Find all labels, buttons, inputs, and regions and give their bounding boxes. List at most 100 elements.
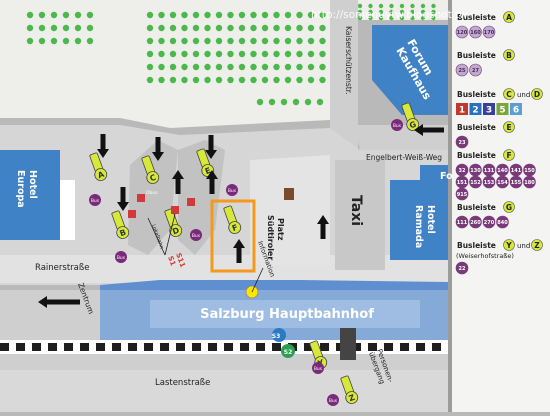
bus-stop-letter: E	[204, 166, 212, 176]
tree-dot	[280, 98, 288, 106]
bus-icon-label: Bus	[192, 233, 201, 239]
label-station: Salzburg Hauptbahnhof	[200, 307, 374, 322]
tree-dot	[250, 11, 257, 19]
highlight-stop-f	[210, 199, 256, 273]
tree-dot	[368, 9, 373, 15]
legend-title: Busleiste	[457, 123, 496, 132]
tree-dot	[284, 63, 292, 71]
tree-dot	[307, 63, 315, 71]
direction-arrow	[152, 137, 164, 161]
legend-line-badge	[456, 103, 468, 115]
legend-line-number: 152	[470, 180, 481, 186]
railway-tie	[320, 343, 329, 351]
bus-icon-circle	[190, 229, 202, 241]
label-hotel-ramada-1: Hotel	[425, 205, 436, 234]
tree-dot	[215, 63, 223, 71]
railway-tie	[208, 343, 217, 351]
tree-dot	[296, 63, 303, 71]
legend-line-number: 5	[499, 106, 505, 116]
taxi-lane	[335, 160, 385, 270]
arrow-shaft	[208, 135, 214, 151]
tree-dot	[238, 50, 246, 58]
legend-line-badge	[455, 25, 469, 39]
railway-tie	[176, 343, 185, 351]
tree-dot	[268, 98, 276, 106]
legend-line-number: 6	[513, 106, 519, 116]
street-label-engelbert: Engelbert-Weiß-Weg	[366, 153, 442, 162]
tree-dot	[204, 63, 211, 71]
tree-dot	[238, 63, 246, 71]
tree-dot	[192, 76, 200, 84]
railway-crossing	[340, 328, 356, 360]
bus-stop-circle	[94, 168, 108, 181]
legend-line-badge	[509, 175, 523, 189]
railway-tie	[240, 343, 249, 351]
tree-dot	[215, 50, 223, 58]
railway-tie	[416, 343, 425, 351]
tree-dot	[273, 37, 280, 45]
tree-dot	[62, 24, 70, 32]
tree-dot	[273, 24, 280, 32]
tree-dot	[316, 98, 324, 106]
legend-title: Busleiste	[457, 151, 496, 160]
arrow-head	[38, 296, 47, 308]
arrow-shaft	[320, 223, 326, 239]
tree-dot	[204, 37, 211, 45]
legend-line-number: 915	[457, 192, 468, 198]
arrow-shaft	[155, 137, 161, 153]
tree-dot	[38, 37, 46, 45]
train-s-badge	[281, 344, 295, 358]
tree-dot	[319, 50, 326, 58]
railway-tie	[144, 343, 153, 351]
direction-arrow	[38, 296, 80, 308]
bus-stop-circle	[345, 391, 359, 404]
tree-dot	[420, 9, 426, 15]
label-ramada-top: Fo	[440, 171, 453, 182]
tree-dot	[307, 24, 315, 32]
obus-sign	[171, 206, 179, 214]
direction-arrow	[205, 135, 217, 159]
tree-dot	[227, 24, 234, 32]
legend-stop-letter: B	[506, 51, 512, 60]
tree-dot	[250, 37, 257, 45]
tree-dot	[304, 98, 312, 106]
tree-dot	[146, 50, 154, 58]
bus-stop-f: F	[223, 205, 242, 234]
tree-dot	[250, 63, 257, 71]
label-s3: S3	[272, 333, 281, 340]
arrow-shaft	[209, 178, 215, 194]
label-hotel-ramada-2: Ramada	[413, 205, 424, 248]
arrow-head	[152, 152, 164, 161]
bus-stop-letter: G	[408, 120, 417, 131]
tree-dot	[238, 24, 246, 32]
tree-dot	[169, 37, 177, 45]
railway-ties	[0, 328, 441, 360]
tree-dot	[399, 3, 405, 9]
label-suedtiroler-1: Südtiroler	[266, 215, 275, 260]
tree-dot	[296, 76, 303, 84]
tree-dot	[169, 76, 177, 84]
tree-dot	[357, 15, 363, 21]
tree-dot	[238, 76, 246, 84]
watermark: http://someguytw.blogspot.tw	[311, 9, 468, 21]
arrow-head	[233, 239, 245, 248]
tree-dot	[389, 9, 394, 15]
building-forum-kaufhaus	[372, 25, 448, 115]
railway-tie	[192, 343, 201, 351]
legend-line-badge	[455, 187, 469, 201]
tree-dot	[284, 76, 292, 84]
tree-dot	[192, 24, 200, 32]
tree-dot	[181, 63, 188, 71]
building-hotel-europa	[0, 150, 60, 240]
legend-stop-circle	[503, 88, 515, 100]
lasten-strip	[0, 370, 448, 412]
building-hotel-europa-side	[60, 180, 75, 240]
legend-stop-circle	[531, 88, 543, 100]
legend-line-badge	[523, 175, 536, 189]
tree-dot	[307, 37, 315, 45]
tree-dot	[146, 37, 154, 45]
tree-dot	[204, 50, 211, 58]
